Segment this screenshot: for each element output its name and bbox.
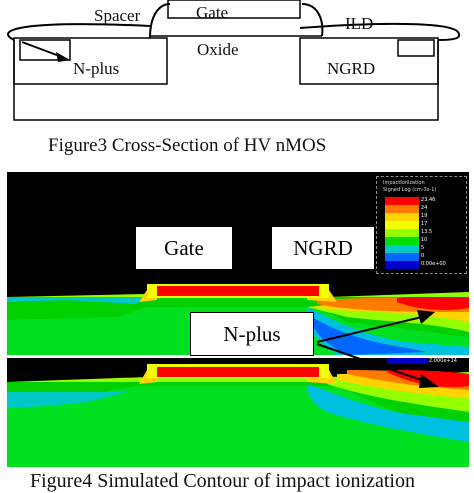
label-spacer: Spacer bbox=[94, 6, 141, 25]
legend-tick: 0 bbox=[421, 253, 425, 259]
arrow-head-lower bbox=[419, 374, 439, 388]
n-plus-contact-box bbox=[19, 39, 71, 61]
label-gate: Gate bbox=[196, 3, 229, 22]
lower-contour-band bbox=[7, 364, 469, 467]
left-ild-curve bbox=[7, 23, 151, 41]
arrow-head bbox=[56, 52, 70, 62]
arrow-n-plus-lower bbox=[316, 343, 428, 383]
right-contact-box bbox=[397, 39, 435, 57]
legend-subtitle: Signed Log (cm-3s-1) bbox=[383, 187, 437, 193]
legend-tick: 0.00e+00 bbox=[421, 261, 446, 267]
figure4-simulation: ImpactIonization Signed Log (cm-3s-1) 23… bbox=[7, 172, 469, 467]
lower-legend-value: 2.000e+14 bbox=[429, 358, 457, 364]
legend-tick: 10 bbox=[421, 237, 428, 243]
ngrd-region bbox=[299, 37, 439, 85]
legend-title: ImpactIonization bbox=[383, 180, 425, 186]
upper-gate-bar bbox=[157, 286, 319, 296]
callout-n-plus: N-plus bbox=[190, 312, 314, 356]
arrow-n-plus-upper bbox=[316, 316, 423, 343]
legend-tick: 17 bbox=[421, 221, 428, 227]
arrow-line bbox=[21, 41, 63, 58]
right-ild-curve bbox=[299, 22, 461, 41]
left-spacer bbox=[149, 3, 171, 39]
label-n-plus: N-plus bbox=[73, 59, 120, 78]
lower-legend-strip bbox=[387, 358, 427, 364]
arrow-head-upper bbox=[417, 310, 435, 324]
legend-colorbar bbox=[385, 197, 419, 269]
right-spacer bbox=[301, 3, 324, 37]
n-plus-region bbox=[13, 37, 168, 85]
lower-gate-bar bbox=[157, 367, 319, 377]
figure3-cross-section bbox=[7, 0, 461, 121]
legend-tick: 23.46 bbox=[421, 197, 436, 203]
figure3-caption: Figure3 Cross-Section of HV nMOS bbox=[48, 135, 327, 156]
legend-tick: 13.5 bbox=[421, 229, 433, 235]
impact-ionization-legend: ImpactIonization Signed Log (cm-3s-1) 23… bbox=[376, 176, 467, 274]
legend-tick: 5 bbox=[421, 245, 425, 251]
gate-rect bbox=[167, 0, 301, 19]
label-oxide: Oxide bbox=[197, 40, 239, 59]
legend-tick: 19 bbox=[421, 213, 428, 219]
legend-tick: 24 bbox=[421, 205, 428, 211]
callout-ngrd: NGRD bbox=[271, 226, 375, 270]
separator-line bbox=[7, 355, 469, 358]
label-ild: ILD bbox=[345, 14, 374, 33]
label-ngrd: NGRD bbox=[327, 59, 376, 78]
callout-gate: Gate bbox=[135, 226, 233, 270]
